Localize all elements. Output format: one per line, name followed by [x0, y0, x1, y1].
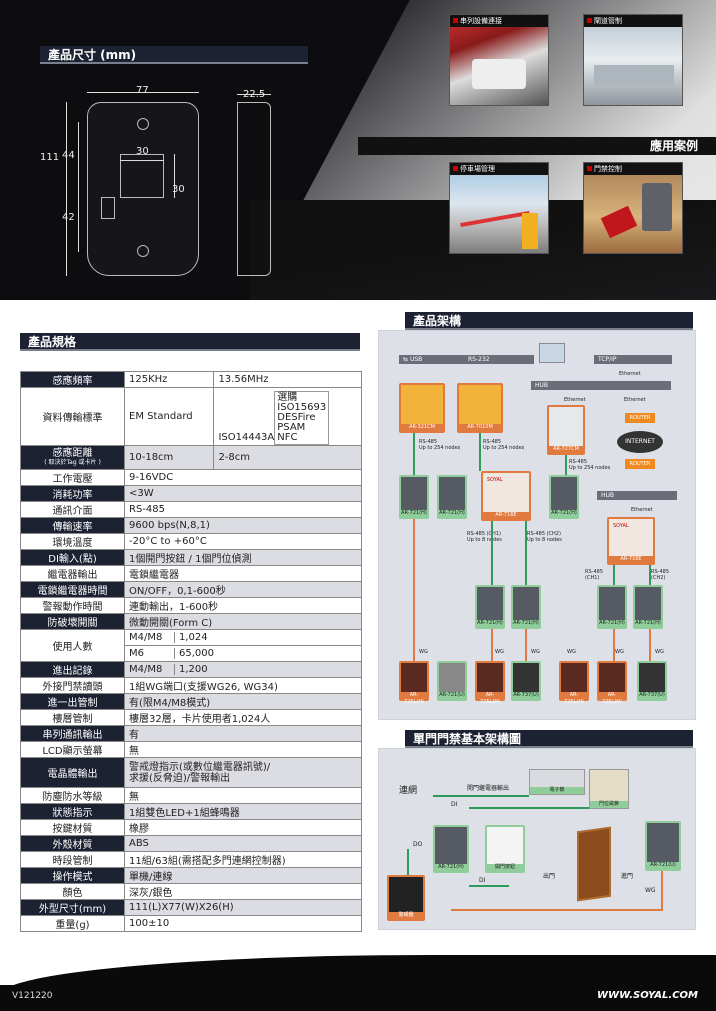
table-row: LCD顯示螢幕無 — [20, 741, 362, 758]
reader: AR-721(H) — [399, 475, 429, 519]
photo-parking: 停車場管理 — [449, 162, 549, 254]
photo-access: 門禁控制 — [583, 162, 683, 254]
reader: AR-721(U) — [437, 661, 467, 701]
reader: AR-721(H) — [633, 585, 663, 629]
reader: AR-737(U) — [637, 661, 667, 701]
computer-icon — [539, 343, 565, 363]
table-row: 感應距離( 取決於Tag 或卡片 ) 10-18cm 2-8cm — [20, 445, 362, 470]
reader: AR-725L(H) — [597, 661, 627, 705]
reader: AR-725L(H) — [559, 661, 589, 705]
table-row: 重量(g)100±10 — [20, 915, 362, 932]
siren: 警報器 — [387, 875, 425, 921]
ar321cm: AR-321CM — [399, 383, 445, 433]
table-row: 警報動作時間連動輸出，1-600秒 — [20, 597, 362, 614]
ar7010m: AR-7010M — [457, 383, 503, 433]
table-row: 按鍵材質橡膠 — [20, 819, 362, 836]
reader: AR-721(H) — [549, 475, 579, 519]
exit-button: 開門按鈕 — [485, 825, 525, 873]
table-row: 消耗功率<3W — [20, 485, 362, 502]
table-row: 樓層管制樓層32層，卡片使用者1,024人 — [20, 709, 362, 726]
single-door-title: 單門門禁基本架構圖 — [405, 730, 693, 748]
reader: AR-725L(H) — [399, 661, 429, 705]
table-row: 防塵防水等級無 — [20, 787, 362, 804]
photo-gate: 閘道管制 — [583, 14, 683, 106]
architecture-title: 產品架構 — [405, 312, 693, 330]
spec-table: 感應頻率 125KHz 13.56MHz 資料傳輸標準 EM Standard … — [20, 371, 362, 932]
reader: AR-725L(H) — [475, 661, 505, 705]
photo-serial: 串列設備連接 — [449, 14, 549, 106]
table-row: 資料傳輸標準 EM Standard ISO14443A選購 ISO15693 … — [20, 387, 362, 446]
reader: AR-721(H) — [597, 585, 627, 629]
table-row: DI輸入(點)1個開門按鈕 / 1個門位偵測 — [20, 549, 362, 566]
reader: AR-721(H) — [511, 585, 541, 629]
website-link[interactable]: WWW.SOYAL.COM — [597, 990, 698, 1001]
architecture-diagram: ⇆ USB RS-232 TCP/IP Ethernet HUB Etherne… — [378, 330, 696, 720]
table-row: 繼電器輸出電鎖繼電器 — [20, 565, 362, 582]
dim-30b: 30 — [172, 184, 185, 195]
spec-title: 產品規格 — [20, 333, 360, 351]
reader: AR-721(H) — [437, 475, 467, 519]
single-door-diagram: 連網 開門繼電器輸出 DI DO DI 出門 進門 WG 電子鎖 門位磁簧 AR… — [378, 748, 696, 930]
table-row: 感應頻率 125KHz 13.56MHz — [20, 371, 362, 388]
ar727cm: AR-727CM — [547, 405, 585, 455]
door-sensor: 門位磁簧 — [589, 769, 629, 809]
table-row: 操作模式單機/連線 — [20, 867, 362, 884]
applications-title: 應用案例 — [358, 137, 716, 155]
reader: AR-737(U) — [511, 661, 541, 701]
reader: AR-721(H) — [475, 585, 505, 629]
dim-44: 44 — [62, 150, 75, 161]
table-row: 防破壞開關微動開關(Form C) — [20, 613, 362, 630]
table-row: 串列通訊輸出有 — [20, 725, 362, 742]
footer: V121220 WWW.SOYAL.COM — [0, 955, 716, 1011]
table-row: 電晶體輸出警戒燈指示(或數位繼電器訊號)/ 求援(反脅迫)/警報輸出 — [20, 757, 362, 788]
reader: AR-721(U) — [645, 821, 681, 871]
table-row: 環境溫度-20°C to +60°C — [20, 533, 362, 550]
door — [577, 826, 611, 902]
dim-width: 77 — [136, 85, 149, 96]
dim-42: 42 — [62, 212, 75, 223]
table-row: 顏色深灰/銀色 — [20, 883, 362, 900]
table-row: 外型尺寸(mm)111(L)X77(W)X26(H) — [20, 899, 362, 916]
dim-height: 111 — [40, 152, 60, 163]
electric-lock: 電子鎖 — [529, 769, 585, 795]
version: V121220 — [12, 991, 53, 1001]
table-row: 進一出管制有(限M4/M8模式) — [20, 693, 362, 710]
reader: AR-721(H) — [433, 825, 469, 873]
dimensions-title: 產品尺寸 (mm) — [40, 46, 308, 64]
usb-icon: ⇆ — [403, 356, 410, 363]
dim-30a: 30 — [136, 146, 149, 157]
dim-depth: 22.5 — [243, 89, 266, 100]
